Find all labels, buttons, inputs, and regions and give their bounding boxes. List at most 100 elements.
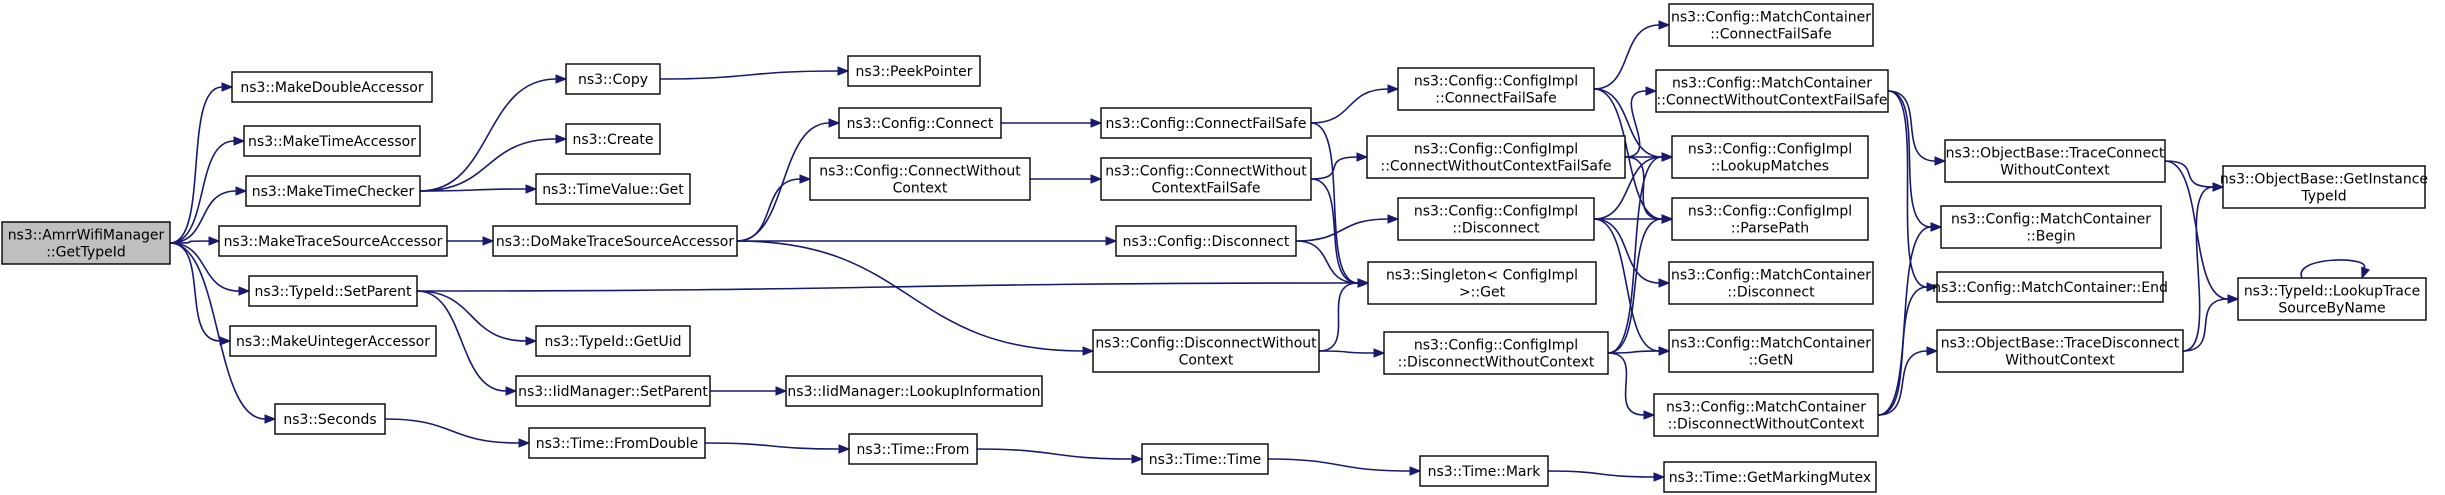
graph-node-implConnectWoFail[interactable]: ns3::Config::ConfigImpl::ConnectWithoutC…	[1366, 135, 1626, 179]
edge-arrowhead	[1357, 278, 1370, 288]
edge-arrowhead	[1926, 282, 1939, 292]
edge-arrowhead	[1661, 152, 1674, 162]
graph-node-makeUint[interactable]: ns3::MakeUintegerAccessor	[229, 325, 437, 357]
node-label: ns3::Config::MatchContainer	[1951, 212, 2151, 228]
node-label: ns3::DoMakeTraceSourceAccessor	[496, 234, 734, 250]
edge-arrowhead	[1930, 222, 1943, 232]
graph-node-mcEnd[interactable]: ns3::Config::MatchContainer::End	[1932, 271, 2168, 303]
graph-node-mcBegin[interactable]: ns3::Config::MatchContainer::Begin	[1940, 205, 2162, 249]
node-box	[1100, 107, 1312, 139]
graph-node-doMakeTrace[interactable]: ns3::DoMakeTraceSourceAccessor	[492, 225, 738, 257]
edge-line	[1624, 156, 1663, 220]
graph-node-timeFrom[interactable]: ns3::Time::From	[848, 433, 978, 465]
edge-line	[1877, 350, 1928, 416]
node-box	[231, 71, 433, 103]
edge-line	[169, 240, 210, 244]
graph-node-mcDisconnect[interactable]: ns3::Config::MatchContainer::Disconnect	[1668, 261, 1874, 305]
graph-node-timeTime[interactable]: ns3::Time::Time	[1141, 443, 1269, 475]
graph-node-makeDouble[interactable]: ns3::MakeDoubleAccessor	[231, 71, 433, 103]
node-box	[1397, 197, 1595, 241]
graph-node-iidSetParent[interactable]: ns3::IidManager::SetParent	[515, 375, 711, 407]
graph-node-mcGetN[interactable]: ns3::Config::MatchContainer::GetN	[1668, 329, 1874, 373]
graph-node-create[interactable]: ns3::Create	[565, 123, 661, 155]
edge-doMakeTrace-to-cfgConnectWo	[736, 174, 812, 242]
graph-node-iidLookupInfo[interactable]: ns3::IidManager::LookupInformation	[785, 375, 1043, 407]
graph-node-obTraceConnectWo[interactable]: ns3::ObjectBase::TraceConnectWithoutCont…	[1944, 139, 2166, 183]
edge-line	[416, 290, 507, 392]
graph-node-makeTimeAcc[interactable]: ns3::MakeTimeAccessor	[243, 125, 421, 157]
graph-node-obTraceDisconnectWo[interactable]: ns3::ObjectBase::TraceDisconnectWithoutC…	[1936, 329, 2184, 373]
graph-node-timeGetMutex[interactable]: ns3::Time::GetMarkingMutex	[1663, 461, 1877, 493]
edge-line	[169, 242, 221, 342]
edge-obTraceDisconnectWo-to-lookupTraceSource	[2182, 294, 2240, 352]
edge-arrowhead	[1934, 156, 1947, 166]
edge-cfgDisconnect-to-singletonGet	[1295, 240, 1370, 288]
node-label: WithoutContext	[2000, 163, 2110, 179]
node-label: ns3::Singleton< ConfigImpl	[1386, 268, 1578, 284]
graph-node-cfgConnect[interactable]: ns3::Config::Connect	[838, 107, 1002, 139]
graph-node-seconds[interactable]: ns3::Seconds	[274, 403, 386, 435]
node-label: TypeId	[2300, 189, 2346, 205]
node-box	[809, 157, 1031, 201]
graph-node-implDisconnect[interactable]: ns3::Config::ConfigImpl::Disconnect	[1397, 197, 1595, 241]
node-label: ::ConnectFailSafe	[1710, 27, 1831, 43]
graph-node-cfgDisconnect[interactable]: ns3::Config::Disconnect	[1115, 225, 1297, 257]
node-label: ::DisconnectWithoutContext	[1398, 355, 1595, 371]
edge-cfgDisconnectWo-to-implDisconnectWo	[1318, 348, 1386, 358]
node-box	[1936, 271, 2164, 303]
edge-line	[1267, 458, 1411, 472]
graph-node-timeValueGet[interactable]: ns3::TimeValue::Get	[535, 173, 691, 205]
graph-node-fromDouble[interactable]: ns3::Time::FromDouble	[528, 427, 706, 459]
graph-node-singletonGet[interactable]: ns3::Singleton< ConfigImpl >::Get	[1367, 261, 1597, 305]
edge-makeTrace-to-doMakeTrace	[447, 236, 495, 246]
graph-node-copy[interactable]: ns3::Copy	[565, 63, 661, 95]
graph-node-getUid[interactable]: ns3::TypeId::GetUid	[535, 325, 691, 357]
edge-arrowhead	[799, 174, 812, 184]
node-label: ns3::Config::MatchContainer	[1666, 400, 1866, 416]
edge-arrowhead	[1373, 348, 1386, 358]
edge-line	[1607, 352, 1645, 416]
edge-line	[169, 86, 223, 244]
edge-timeTime-to-timeMark	[1267, 458, 1422, 476]
graph-node-implLookupMatches[interactable]: ns3::Config::ConfigImpl::LookupMatches	[1671, 135, 1869, 179]
node-box	[565, 63, 661, 95]
edge-line	[416, 290, 527, 342]
node-label: ns3::TypeId::LookupTrace	[2244, 284, 2420, 300]
edge-root-to-makeTimeChk	[169, 186, 248, 244]
node-label: ::GetTypeId	[46, 245, 126, 261]
graph-node-mcDisconnectWo[interactable]: ns3::Config::MatchContainer::DisconnectW…	[1653, 393, 1879, 437]
graph-node-implDisconnectWo[interactable]: ns3::Config::ConfigImpl::DisconnectWitho…	[1383, 331, 1609, 375]
edge-arrowhead	[555, 134, 568, 144]
node-box	[1936, 329, 2184, 373]
edge-line	[704, 442, 840, 450]
graph-node-setParent[interactable]: ns3::TypeId::SetParent	[248, 275, 418, 307]
edge-line	[1607, 350, 1660, 354]
node-box	[1668, 329, 1874, 373]
graph-node-mcConnectWoFail[interactable]: ns3::Config::MatchContainer::ConnectWith…	[1655, 69, 1889, 113]
graph-node-peekPointer[interactable]: ns3::PeekPointer	[847, 55, 981, 87]
graph-node-cfgConnectWoFail[interactable]: ns3::Config::ConnectWithoutContextFailSa…	[1100, 157, 1312, 201]
edge-arrowhead	[1131, 454, 1144, 464]
graph-node-cfgConnectFail[interactable]: ns3::Config::ConnectFailSafe	[1100, 107, 1312, 139]
graph-node-timeMark[interactable]: ns3::Time::Mark	[1419, 455, 1549, 487]
edge-cfgDisconnect-to-implDisconnect	[1295, 214, 1400, 242]
graph-node-cfgDisconnectWo[interactable]: ns3::Config::DisconnectWithoutContext	[1092, 329, 1320, 373]
graph-node-mcConnectFail[interactable]: ns3::Config::MatchContainer::ConnectFail…	[1668, 3, 1874, 47]
node-label: ns3::ObjectBase::TraceConnect	[1946, 146, 2165, 162]
graph-node-implConnectFail[interactable]: ns3::Config::ConfigImpl::ConnectFailSafe	[1397, 67, 1595, 111]
edge-line	[1310, 178, 1359, 284]
node-label: ns3::MakeUintegerAccessor	[236, 334, 430, 350]
graph-node-makeTimeChk[interactable]: ns3::MakeTimeChecker	[245, 175, 421, 207]
graph-node-makeTrace[interactable]: ns3::MakeTraceSourceAccessor	[218, 225, 448, 257]
edge-arrowhead	[525, 336, 538, 346]
edge-line	[169, 190, 237, 244]
edge-arrowhead	[1645, 86, 1658, 96]
node-label: ns3::Config::MatchContainer::End	[1932, 280, 2168, 296]
graph-node-cfgConnectWo[interactable]: ns3::Config::ConnectWithoutContext	[809, 157, 1031, 201]
edge-line	[1593, 24, 1660, 90]
node-label: ns3::Config::ConfigImpl	[1688, 204, 1852, 220]
edge-arrowhead	[555, 74, 568, 84]
graph-node-implParsePath[interactable]: ns3::Config::ConfigImpl::ParsePath	[1671, 197, 1869, 241]
